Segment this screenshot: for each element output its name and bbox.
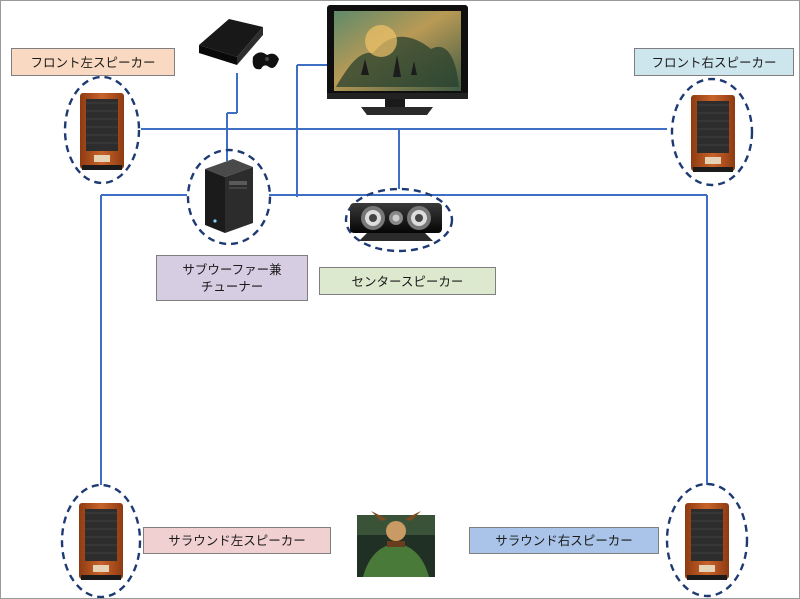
subwoofer-ring: [186, 148, 272, 246]
subwoofer-tuner-icon: [205, 159, 253, 233]
surround-left-ring: [60, 483, 142, 598]
subwoofer-tuner-label: サブウーファー兼 チューナー: [156, 255, 308, 301]
center-speaker-label: センタースピーカー: [319, 267, 496, 295]
bookshelf-speaker-icon: [79, 92, 125, 171]
front-right-label: フロント右スピーカー: [634, 48, 794, 76]
game-console-icon: [199, 19, 279, 70]
center-speaker-icon: [350, 203, 442, 241]
game-character-icon: [357, 511, 435, 577]
front-left-label: フロント左スピーカー: [11, 48, 175, 76]
bookshelf-speaker-icon: [78, 502, 124, 581]
subwoofer-label-line2: チューナー: [200, 279, 264, 294]
bookshelf-speaker-icon: [690, 94, 736, 173]
bookshelf-speaker-icon: [684, 502, 730, 581]
speaker-wires: [100, 64, 708, 485]
front-right-ring: [670, 77, 754, 187]
subwoofer-label-line1: サブウーファー兼: [182, 262, 282, 277]
dashed-rings: [60, 75, 754, 598]
surround-right-ring: [665, 482, 749, 598]
front-left-ring: [63, 75, 141, 185]
center-ring: [344, 187, 454, 253]
surround-left-label: サラウンド左スピーカー: [143, 527, 331, 554]
surround-right-label: サラウンド右スピーカー: [469, 527, 659, 554]
television-icon: [327, 5, 468, 115]
